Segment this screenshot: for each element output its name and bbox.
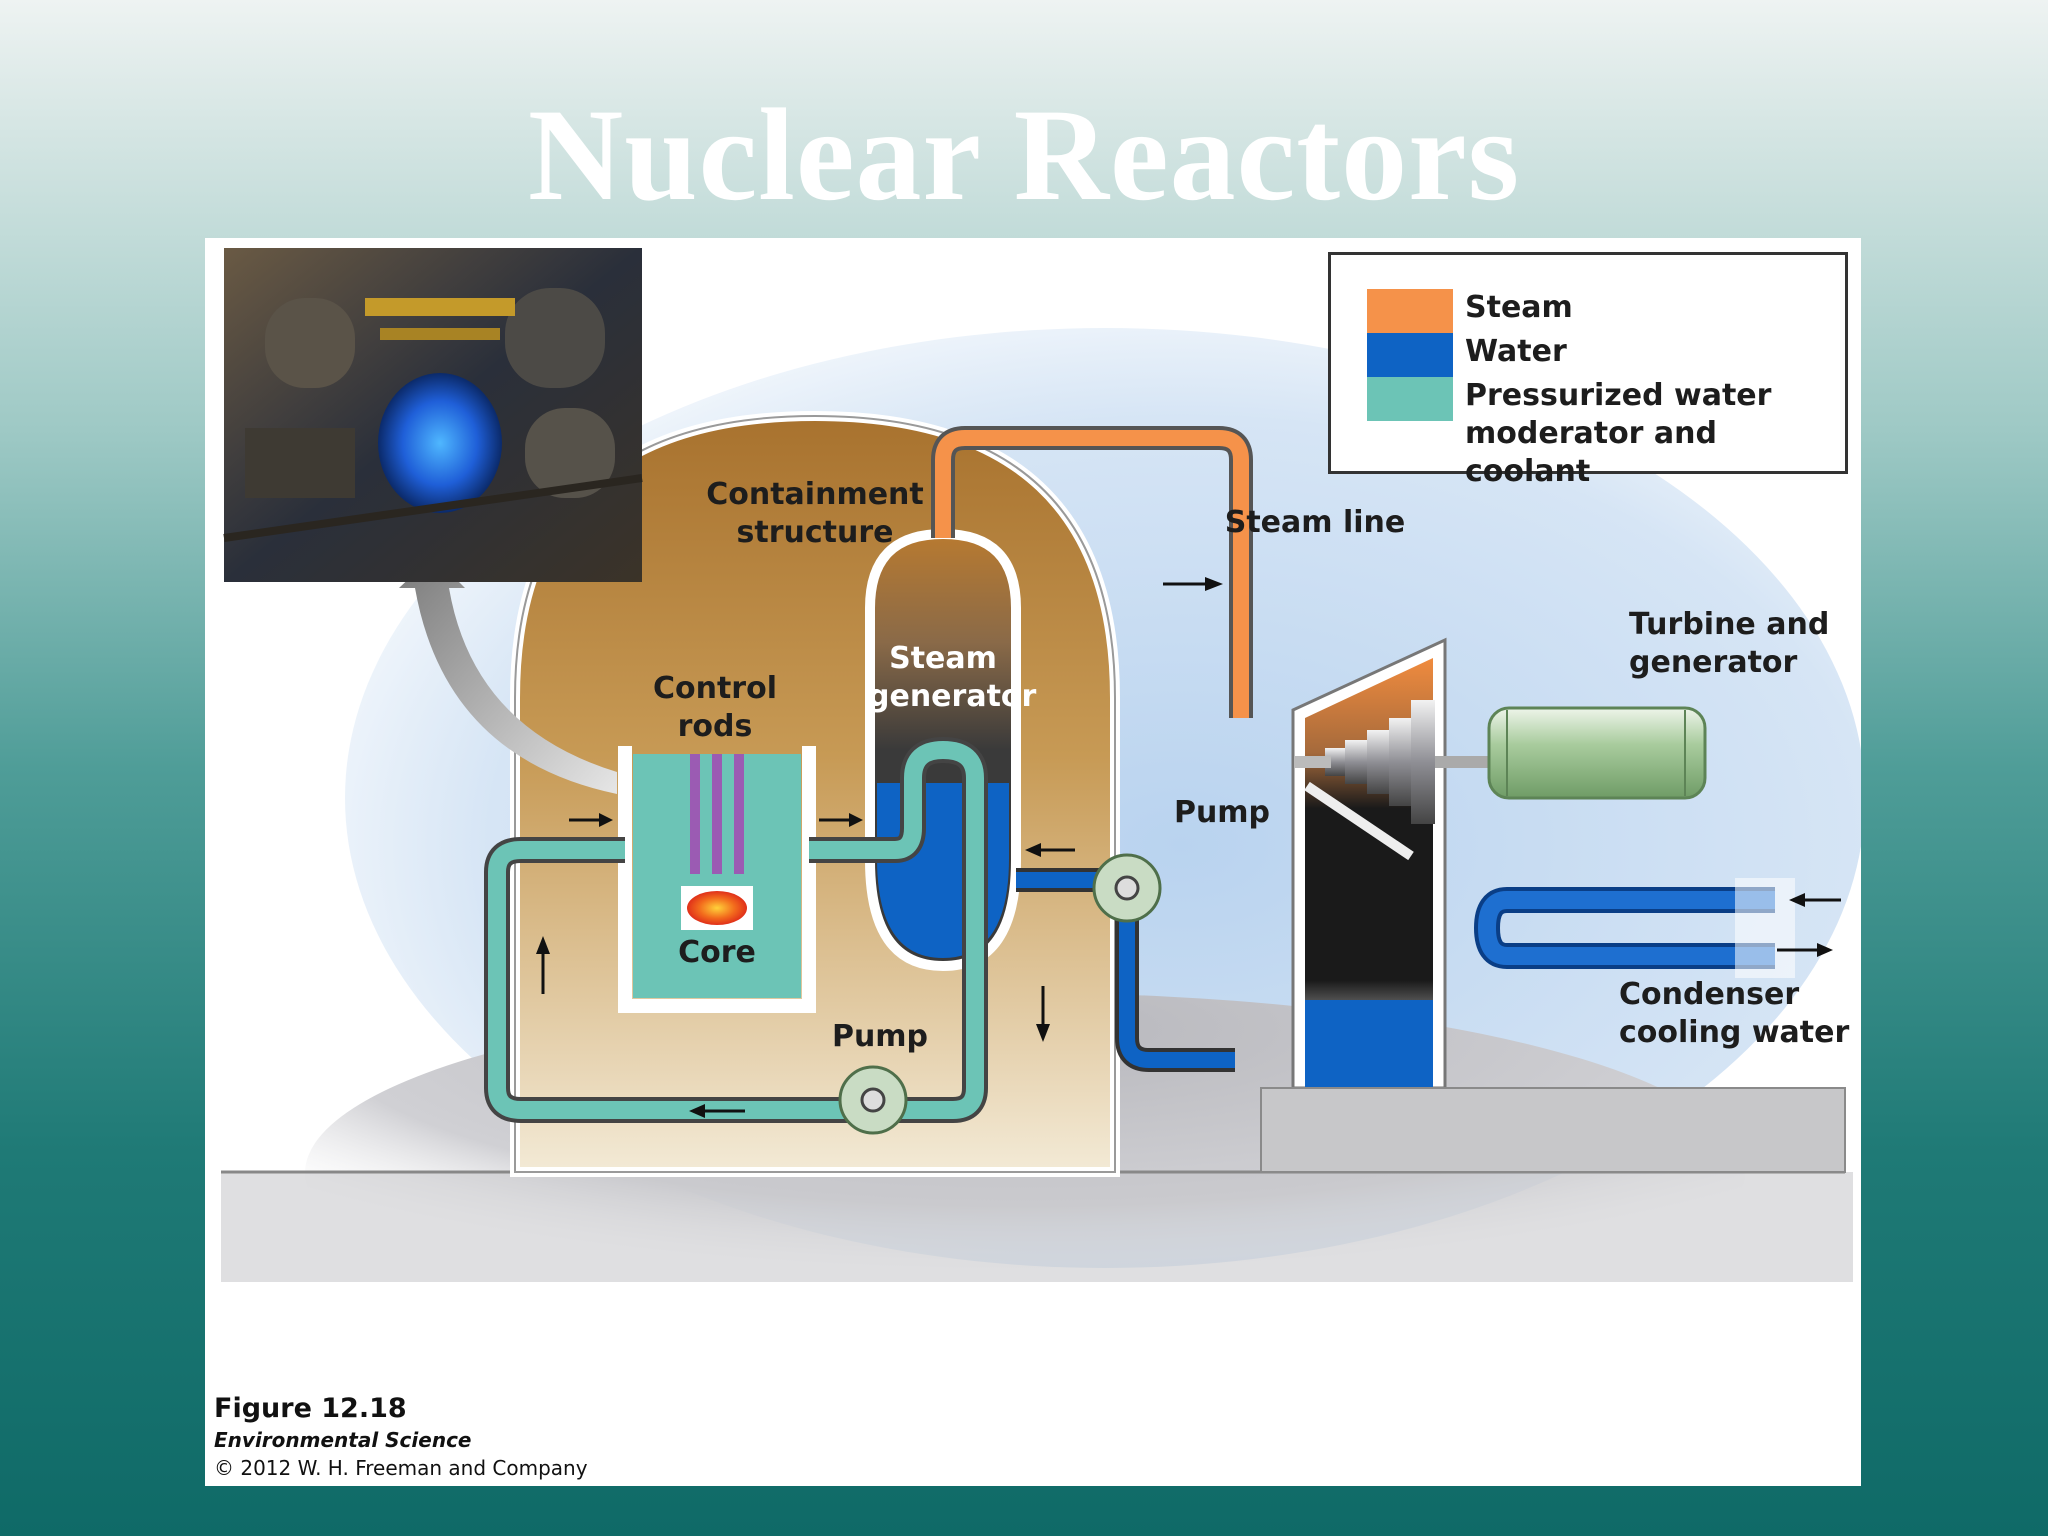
label-steam-generator: Steam generator [868,641,1037,714]
turbine-shaft [1295,756,1331,768]
flow-arrow-right-icon [1777,943,1833,957]
label-condenser-cooling-water: Condenser cooling water [1619,977,1850,1050]
figure-panel: Steam Water Pressurized water moderator … [205,238,1861,1486]
generator-body [1487,706,1707,800]
label-control-rods: Control rods [652,671,777,744]
flow-arrow-right-icon [819,813,863,827]
control-rod [690,754,700,874]
ground-band [221,1172,1853,1282]
legend-label: Water [1465,334,1567,369]
turbine-baffle [1304,781,1414,861]
legend-item-water: Water [1367,333,1567,377]
turbine-blade [1325,748,1345,776]
callout-arrow-icon [399,556,617,794]
figure-caption: Figure 12.18 Environmental Science © 201… [214,1392,588,1482]
legend-swatch-coolant [1367,377,1453,421]
turbine-base [1260,1087,1846,1173]
legend-label: Steam [1465,290,1573,325]
label-turbine-generator: Turbine and generator [1629,607,1830,680]
caption-copyright: © 2012 W. H. Freeman and Company [214,1456,588,1480]
steam-generator-water [877,783,1009,958]
turbine-blade [1389,718,1411,806]
control-rod [734,754,744,874]
legend-swatch-water [1367,333,1453,377]
turbine-blade [1367,730,1389,794]
legend-item-coolant: Pressurized water moderator and coolant [1367,377,1845,491]
flow-arrow-up-icon [536,936,550,994]
legend-label: Pressurized water moderator and coolant [1465,378,1772,489]
flow-arrow-left-icon [689,1104,745,1118]
control-rod [712,754,722,874]
flow-arrow-right-icon [569,813,613,827]
slide-title: Nuclear Reactors [527,81,1521,228]
flow-arrows [536,577,1841,1118]
caption-book-title: Environmental Science [214,1428,472,1452]
label-steam-line: Steam line [1224,505,1406,540]
flow-arrow-left-icon [1789,893,1841,907]
condenser-water [1305,1000,1433,1088]
reactor-diagram [221,248,1861,1353]
label-core: Core [678,935,756,970]
legend-item-steam: Steam [1367,289,1573,333]
caption-figure-number: Figure 12.18 [214,1393,407,1424]
generator-shaft [1435,756,1489,768]
core-fuel [687,891,747,925]
legend-swatch-steam [1367,289,1453,333]
label-containment-structure: Containment structure [706,477,924,550]
reactor-hall-photo [223,248,643,582]
reactor-vessel [618,746,816,1013]
legend: Steam Water Pressurized water moderator … [1328,252,1848,489]
flow-arrow-left-icon [1025,843,1075,857]
turbine-blade [1345,740,1367,784]
label-pump-primary: Pump [831,1019,929,1054]
label-pump-secondary: Pump [1173,795,1271,830]
turbine-blade [1411,700,1435,824]
flow-arrow-right-icon [1163,577,1223,591]
flow-arrow-down-icon [1036,986,1050,1042]
